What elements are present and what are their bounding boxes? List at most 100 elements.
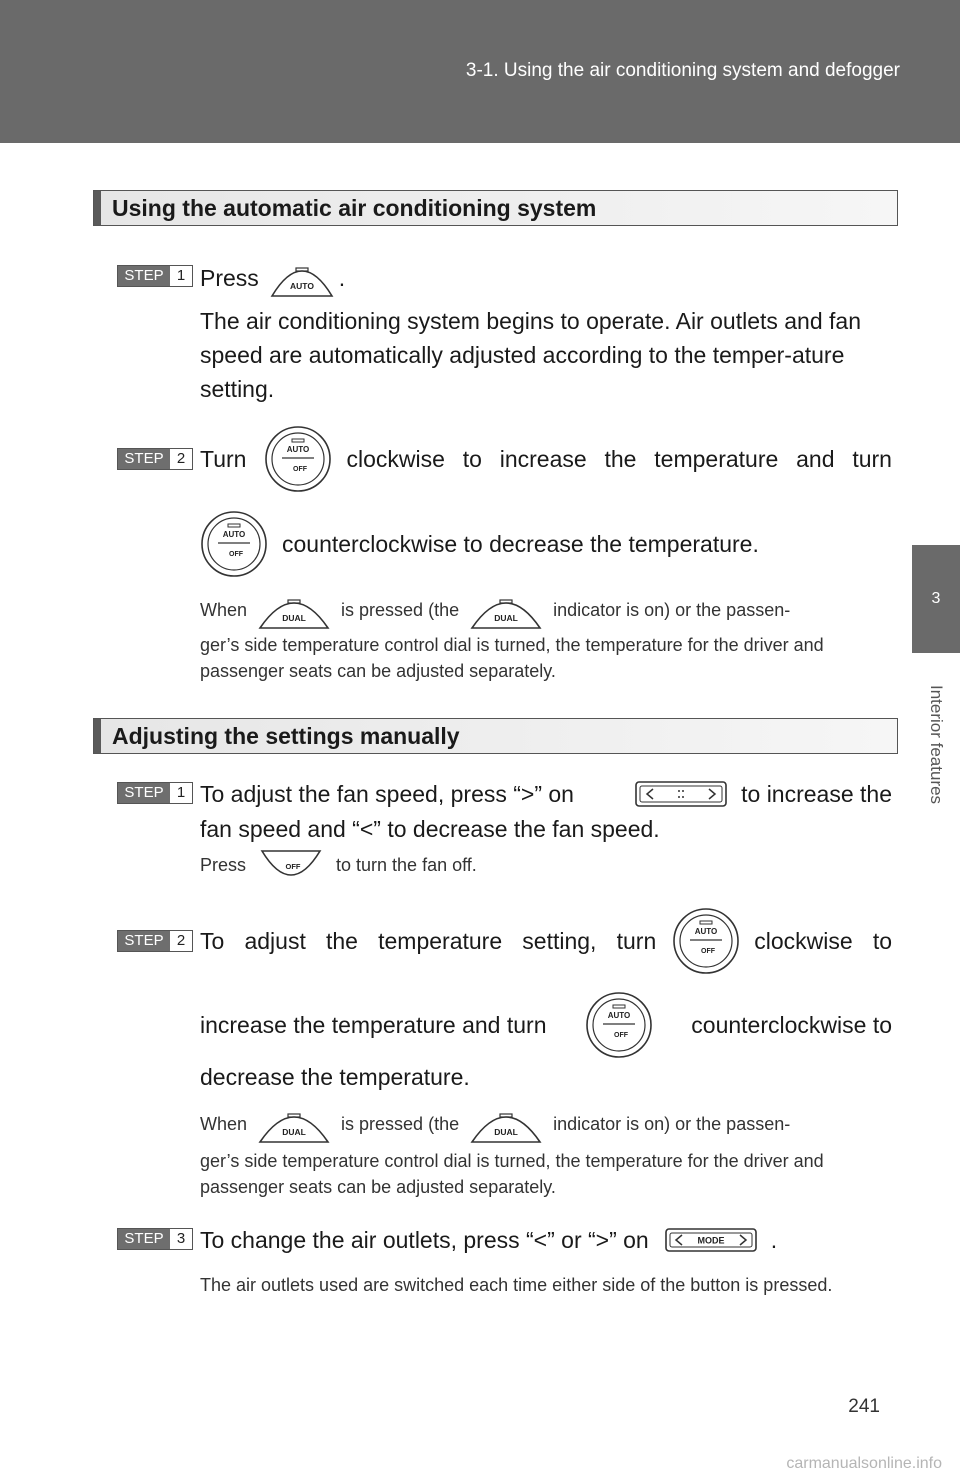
word: indicator is on) or the passen- [553, 599, 791, 620]
text: increase the temperature and turn [200, 1011, 547, 1038]
side-tab [912, 143, 960, 1484]
dual-note-rest: ger’s side temperature control dial is t… [200, 1151, 824, 1197]
icon-label: OFF [286, 862, 301, 871]
off-button-icon[interactable]: OFF [260, 847, 322, 883]
text: to increase the [741, 780, 892, 807]
step-badge-label: STEP [118, 1229, 170, 1249]
step1-description: The air conditioning system begins to op… [200, 308, 862, 402]
icon-label: DUAL [494, 613, 518, 623]
word: clockwise [754, 927, 853, 954]
icon-label: OFF [229, 551, 244, 558]
section-title: Using the automatic air conditioning sys… [112, 194, 597, 221]
fan-off-note: Press OFF to turn the fan off. [200, 846, 892, 884]
dual-note-rest: ger’s side temperature control dial is t… [200, 635, 824, 681]
word: is pressed (the [341, 1113, 460, 1134]
step-badge-number: 1 [170, 783, 192, 803]
dual-indicator-icon: DUAL [470, 1113, 542, 1143]
word: Turn [200, 445, 247, 472]
breadcrumb: 3-1. Using the air conditioning system a… [465, 60, 900, 81]
step-badge-1: STEP 1 [117, 265, 193, 287]
temp-setting-line-1: To adjust the temperature setting, turn … [200, 906, 892, 976]
chapter-number-tab[interactable]: 3 [912, 545, 960, 653]
temperature-dial-icon[interactable]: AUTO OFF [264, 425, 332, 493]
icon-label: AUTO [223, 530, 246, 539]
icon-label: AUTO [695, 927, 718, 936]
text: To adjust the fan speed, press “>” on [200, 780, 574, 807]
page-number: 241 [848, 1396, 880, 1417]
text: counterclockwise to [691, 1011, 892, 1038]
step1-press-line: Press AUTO . [200, 256, 892, 300]
step-badge-number: 3 [170, 1229, 192, 1249]
text: To change the air outlets, press “<” or … [200, 1226, 649, 1253]
word: and [796, 445, 835, 472]
word: to [872, 927, 893, 954]
period: . [338, 264, 346, 291]
icon-label: AUTO [608, 1011, 631, 1020]
air-outlets-note: The air outlets used are switched each t… [200, 1275, 833, 1295]
step-badge-label: STEP [118, 783, 170, 803]
word: temperature [654, 445, 779, 472]
word: adjust [244, 927, 306, 954]
icon-label: AUTO [290, 281, 314, 291]
step-badge-number: 2 [170, 449, 192, 469]
section-heading-manual: Adjusting the settings manually [93, 718, 898, 754]
chapter-title-wrap: Interior features [912, 660, 960, 830]
period: . [770, 1226, 778, 1253]
fan-speed-line-1: To adjust the fan speed, press “>” on to… [200, 776, 892, 812]
word: Press [200, 854, 247, 875]
word: setting, [522, 927, 597, 954]
air-outlets-line: To change the air outlets, press “<” or … [200, 1222, 892, 1258]
step-badge-label: STEP [118, 931, 170, 951]
dual-indicator-icon: DUAL [470, 599, 542, 629]
icon-label: MODE [697, 1236, 724, 1246]
word: increase [499, 445, 587, 472]
temperature-dial-icon[interactable]: AUTO OFF [585, 991, 653, 1059]
dual-note-line: When DUAL is pressed (the DUAL indicator… [200, 588, 892, 632]
section-title: Adjusting the settings manually [112, 722, 460, 749]
icon-label: OFF [614, 1032, 629, 1039]
temp-setting-line-2: increase the temperature and turn AUTO O… [200, 990, 892, 1060]
word: turn [852, 445, 892, 472]
ccw-text: counterclockwise to decrease the tempera… [282, 530, 759, 557]
icon-label: DUAL [282, 613, 306, 623]
step2-ccw-line: AUTO OFF counterclockwise to decrease th… [200, 508, 892, 580]
heading-bar [94, 719, 101, 753]
step-badge-number: 1 [170, 266, 192, 286]
step-badge-1: STEP 1 [117, 782, 193, 804]
word: When [200, 599, 248, 620]
word: to [462, 445, 482, 472]
header-band [0, 0, 960, 143]
step-badge-2: STEP 2 [117, 930, 193, 952]
word: To [200, 927, 225, 954]
step2-turn-line: Turn AUTO OFF clockwise to increase the … [200, 424, 892, 494]
temperature-dial-icon[interactable]: AUTO OFF [672, 907, 740, 975]
icon-label: DUAL [494, 1127, 518, 1137]
word: turn [616, 927, 657, 954]
dual-button-icon[interactable]: DUAL [257, 590, 331, 630]
word: the [604, 445, 637, 472]
word: is pressed (the [341, 599, 460, 620]
word: clockwise [346, 445, 445, 472]
word: indicator is on) or the passen- [553, 1113, 791, 1134]
heading-bar [94, 191, 101, 225]
mode-button-icon[interactable]: MODE [664, 1228, 757, 1252]
auto-button-icon[interactable]: AUTO [269, 258, 335, 298]
press-text: Press [200, 264, 259, 291]
word: to turn the fan off. [336, 854, 477, 875]
fan-speed-button-icon[interactable] [635, 781, 727, 807]
watermark: carmanualsonline.info [786, 1455, 942, 1472]
step-badge-2: STEP 2 [117, 448, 193, 470]
word: temperature [378, 927, 503, 954]
icon-label: OFF [701, 948, 716, 955]
icon-label: DUAL [282, 1127, 306, 1137]
step-badge-label: STEP [118, 266, 170, 286]
dual-note-line: When DUAL is pressed (the DUAL indicator… [200, 1102, 892, 1146]
dual-button-icon[interactable]: DUAL [257, 1104, 331, 1144]
step-badge-label: STEP [118, 449, 170, 469]
temperature-dial-icon[interactable]: AUTO OFF [200, 510, 268, 578]
temp-setting-line-3: decrease the temperature. [200, 1064, 470, 1090]
step-badge-3: STEP 3 [117, 1228, 193, 1250]
section-heading-automatic: Using the automatic air conditioning sys… [93, 190, 898, 226]
word: the [325, 927, 358, 954]
word: When [200, 1113, 248, 1134]
